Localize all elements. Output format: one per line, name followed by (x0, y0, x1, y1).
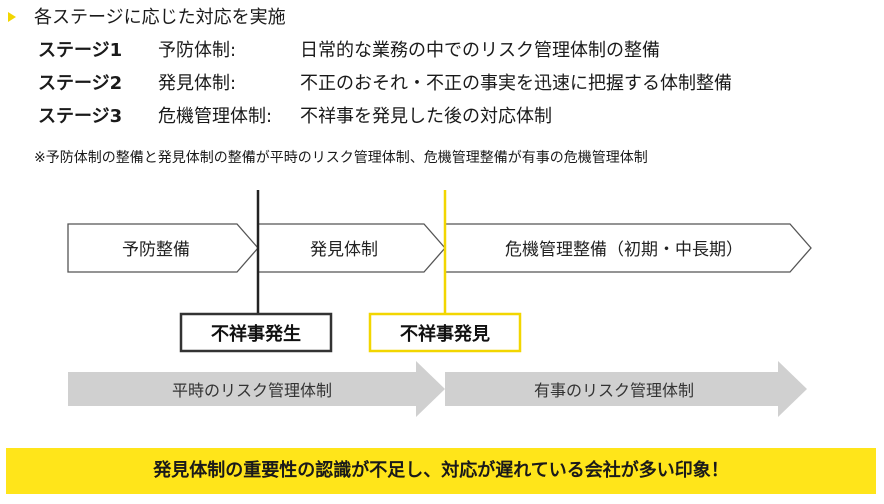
period-normal: 平時のリスク管理体制 (68, 361, 445, 417)
period-normal-label: 平時のリスク管理体制 (172, 381, 332, 400)
event-discovery: 不祥事発見 (368, 312, 522, 353)
phase-prevention: 予防整備 (67, 223, 259, 273)
stage-type: 危機管理体制: (158, 106, 273, 127)
stage-type: 発見体制: (158, 73, 237, 94)
stage-description: 日常的な業務の中でのリスク管理体制の整備 (300, 40, 660, 61)
phase-detection-label: 発見体制 (310, 240, 378, 260)
footnote: ※予防体制の整備と発見体制の整備が平時のリスク管理体制、危機管理整備が有事の危機… (34, 150, 648, 166)
stage-flow-diagram: 予防整備 発見体制 危機管理整備（初期・中長期） 不祥事発生 不祥事発見 平時の… (67, 190, 812, 417)
stage-description: 不祥事を発見した後の対応体制 (300, 106, 552, 127)
stage-label: ステージ3 (38, 106, 123, 127)
period-emergency: 有事のリスク管理体制 (445, 361, 807, 417)
phase-crisis-label: 危機管理整備（初期・中長期） (505, 240, 743, 260)
event-discovery-label: 不祥事発見 (400, 323, 490, 345)
stage-label: ステージ2 (38, 73, 123, 94)
conclusion-banner: 発見体制の重要性の認識が不足し、対応が遅れている会社が多い印象！ (6, 448, 876, 494)
phase-prevention-label: 予防整備 (122, 240, 190, 260)
stage-type: 予防体制: (158, 40, 237, 61)
phase-detection: 発見体制 (257, 223, 446, 273)
bullet-triangle-icon (8, 12, 16, 22)
period-emergency-label: 有事のリスク管理体制 (534, 381, 694, 400)
event-occurrence-label: 不祥事発生 (211, 323, 301, 345)
stage-description: 不正のおそれ・不正の事実を迅速に把握する体制整備 (300, 73, 732, 94)
event-occurrence: 不祥事発生 (179, 312, 333, 353)
phase-crisis: 危機管理整備（初期・中長期） (444, 223, 812, 273)
stage-label: ステージ1 (38, 40, 123, 61)
page-heading: 各ステージに応じた対応を実施 (34, 7, 286, 28)
